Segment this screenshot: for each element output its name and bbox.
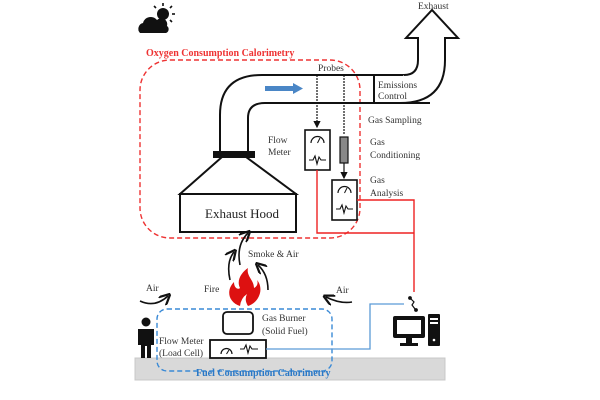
connector-icon bbox=[408, 296, 418, 312]
fuel-calorimetry-label: Fuel Consumption Calorimetry bbox=[196, 368, 330, 379]
fire-label: Fire bbox=[204, 285, 219, 295]
weather-sun-cloud-icon bbox=[138, 3, 175, 33]
smoke-air-label: Smoke & Air bbox=[248, 250, 300, 260]
probes-label: Probes bbox=[318, 64, 344, 74]
gas-analysis-label-1: Gas bbox=[370, 176, 385, 186]
air-arrow-left bbox=[139, 296, 168, 304]
gas-analysis-box bbox=[331, 179, 358, 221]
gas-burner-label-1: Gas Burner bbox=[262, 314, 306, 324]
exhaust-hood bbox=[177, 151, 300, 233]
exhaust-label: Exhaust bbox=[418, 2, 449, 12]
gas-analysis-label-2: Analysis bbox=[370, 189, 404, 199]
emissions-control-label-1: Emissions bbox=[378, 81, 417, 91]
air-left-label: Air bbox=[146, 284, 160, 294]
signal-icon bbox=[309, 154, 326, 167]
fuel-calorimetry-boundary bbox=[156, 308, 333, 372]
flow-meter-label-2: Meter bbox=[268, 148, 292, 158]
oxygen-signal-wires bbox=[316, 170, 415, 292]
oxygen-calorimetry-label: Oxygen Consumption Calorimetry bbox=[146, 48, 294, 59]
fuel-signal-wire bbox=[266, 303, 404, 350]
exhaust-arrow bbox=[374, 8, 461, 104]
floor bbox=[134, 357, 446, 381]
exhaust-hood-label: Exhaust Hood bbox=[205, 206, 280, 221]
smoke-arrows bbox=[229, 233, 269, 291]
exhaust-duct bbox=[219, 74, 430, 152]
gas-sampling-label: Gas Sampling bbox=[368, 116, 422, 126]
load-cell-box bbox=[209, 339, 267, 359]
emissions-control-label-2: Control bbox=[378, 92, 407, 102]
load-cell-label-1: Flow Meter bbox=[159, 337, 204, 347]
load-cell-label-2: (Load Cell) bbox=[159, 348, 203, 359]
fire-icon bbox=[229, 268, 261, 306]
flow-meter-label-1: Flow bbox=[268, 136, 288, 146]
gauge-icon bbox=[310, 135, 325, 144]
flow-direction-arrow bbox=[265, 83, 303, 94]
air-right-label: Air bbox=[336, 286, 350, 296]
air-arrow-right bbox=[326, 297, 353, 302]
gas-conditioning-filter bbox=[339, 136, 349, 164]
gas-conditioning-label-2: Conditioning bbox=[370, 151, 420, 161]
computer-icon bbox=[393, 314, 440, 346]
gas-burner-label-2: (Solid Fuel) bbox=[262, 326, 308, 337]
person-icon bbox=[138, 317, 154, 358]
flow-meter-box bbox=[304, 129, 331, 171]
gas-conditioning-label-1: Gas bbox=[370, 138, 385, 148]
gas-burner bbox=[222, 311, 254, 335]
